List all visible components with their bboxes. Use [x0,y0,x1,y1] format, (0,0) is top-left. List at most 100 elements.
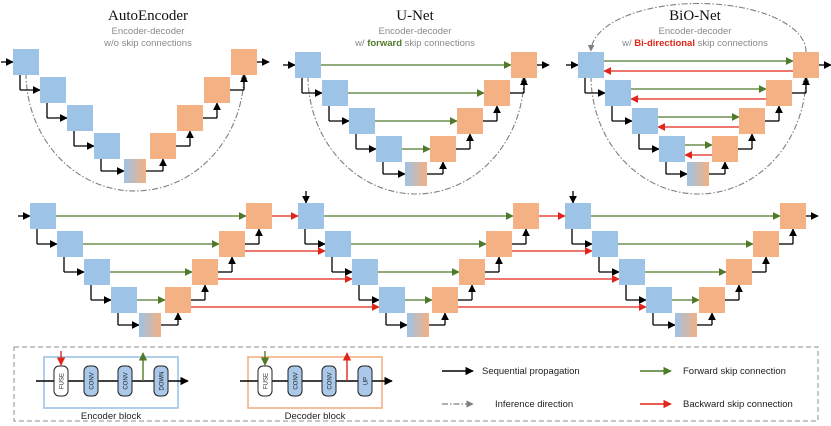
bionet-decoder-block-4 [712,136,738,162]
encoder-chip-conv-1-label: CONV [90,372,96,389]
bionet-iter-1-bottleneck-block [139,313,161,337]
unet-decoder-block-1 [511,52,537,78]
bionet-iter-3-decoder-block-4 [699,287,725,313]
decoder-chip-conv-2: CONV [321,365,337,397]
autoencoder-encoder-block-4 [94,133,120,159]
autoencoder-decoder-block-2 [204,77,230,103]
bionet-iter-3-decoder-block-2 [753,231,779,257]
bionet-iter-1-encoder-block-3 [84,259,110,285]
bionet-iter-3-encoder-block-2 [592,231,618,257]
bionet-bottleneck-block [687,162,709,186]
decoder-chip-conv-1: CONV [287,365,303,397]
bionet-iter-2-encoder-block-3 [352,259,378,285]
bionet-inference-arc [590,75,810,195]
unet-encoder-block-1 [295,52,321,78]
bionet-iter-1-encoder-block-1 [30,203,56,229]
legend-backward: Backward skip connection [640,399,793,410]
bionet-iter-2-bottleneck-block [407,313,429,337]
bionet-encoder-block-4 [659,136,685,162]
autoencoder-decoder-block-1 [231,49,257,75]
encoder-block-label: Encoder block [81,411,141,422]
bionet-iter-1-decoder-block-2 [219,231,245,257]
bionet-decoder-block-1 [793,52,819,78]
unet-title: U-Net [396,8,434,24]
unet-bottleneck-block [405,162,427,186]
decoder-block-frame [247,356,383,409]
legend-sequential-label: Sequential propagation [482,366,580,377]
bionet-iter-3-bottleneck-block [675,313,697,337]
autoencoder-bottleneck-block [124,159,146,183]
bionet-decoder-block-2 [766,80,792,106]
legend-forward: Forward skip connection [640,366,786,377]
decoder-block-legend: FUSE CONV CONV UP Decoder block [240,351,393,422]
bionet-iter-2-encoder-block-4 [379,287,405,313]
bionet-iter-1-decoder-block-3 [192,259,218,285]
legend-sequential: Sequential propagation [442,366,580,377]
encoder-block-frame [43,356,179,409]
legend-forward-label: Forward skip connection [683,366,786,377]
decoder-chip-conv-2-label: CONV [328,372,334,389]
decoder-block-label: Decoder block [285,411,346,422]
bionet-iter-3-encoder-block-3 [619,259,645,285]
bionet-subtitle-2: w/ Bi-directional skip connections [621,38,768,49]
bionet-iter-3-encoder-block-1 [565,203,591,229]
bionet-iter-1-decoder-block-1 [246,203,272,229]
bionet-subtitle-1: Encoder-decoder [659,26,732,37]
encoder-chip-down: DOWN [153,365,169,397]
bionet-iter-3-encoder-block-4 [646,287,672,313]
encoder-block-legend: FUSE CONV CONV DOWN Encoder block [36,351,189,422]
bionet-title: BiO-Net [669,8,721,24]
unet-encoder-block-3 [349,108,375,134]
autoencoder-decoder-block-3 [177,105,203,131]
unet-decoder-block-3 [457,108,483,134]
autoencoder-encoder-block-1 [13,49,39,75]
autoencoder-inference-arc [25,72,248,192]
bionet-iter-3-decoder-block-1 [780,203,806,229]
decoder-chip-up: UP [357,365,373,397]
bionet-encoder-block-2 [605,80,631,106]
encoder-chip-fuse-label: FUSE [60,373,66,389]
unet-subtitle-2: w/ forward skip connections [354,38,475,49]
bionet-iter-2-encoder-block-2 [325,231,351,257]
decoder-chip-fuse-label: FUSE [264,373,270,389]
unet-inference-arc [307,75,528,195]
unet-subtitle-1: Encoder-decoder [379,26,452,37]
autoencoder-decoder-block-4 [150,133,176,159]
autoencoder-subtitle-1: Encoder-decoder [112,26,185,37]
autoencoder-title: AutoEncoder [108,8,188,24]
bionet-iter-2-decoder-block-2 [486,231,512,257]
unet-decoder-block-4 [430,136,456,162]
bionet-decoder-block-3 [739,108,765,134]
network-diagrams [1,2,831,337]
bionet-encoder-block-1 [578,52,604,78]
bionet-title-group: BiO-Net Encoder-decoder w/ Bi-directiona… [621,8,768,49]
bionet-iter-1-decoder-block-4 [165,287,191,313]
encoder-chip-conv-2-label: CONV [124,372,130,389]
legend-backward-label: Backward skip connection [683,399,793,410]
forward-highlight: forward [367,38,402,49]
unet-encoder-block-4 [376,136,402,162]
bionet-iter-2-decoder-block-4 [432,287,458,313]
bionet-iter-2-decoder-block-3 [459,259,485,285]
bionet-encoder-block-3 [632,108,658,134]
bionet-iter-1-encoder-block-4 [111,287,137,313]
bionet-iter-2-encoder-block-1 [298,203,324,229]
autoencoder-encoder-block-3 [67,105,93,131]
encoder-chip-fuse: FUSE [53,365,69,397]
legend-box [13,346,819,422]
bionet-iter-3-decoder-block-3 [726,259,752,285]
unet-encoder-block-2 [322,80,348,106]
encoder-chip-conv-1: CONV [83,365,99,397]
bidirectional-highlight: Bi-directional [634,38,695,49]
legend-inference-label: Inference direction [495,399,573,410]
decoder-chip-up-label: UP [364,377,370,385]
decoder-chip-fuse: FUSE [257,365,273,397]
bionet-iter-2-decoder-block-1 [513,203,539,229]
bionet-inference-top-arc [587,2,807,53]
autoencoder-title-group: AutoEncoder Encoder-decoder w/o skip con… [103,8,192,49]
encoder-chip-conv-2: CONV [117,365,133,397]
encoder-chip-down-label: DOWN [160,372,166,391]
bionet-iter-1-encoder-block-2 [57,231,83,257]
unet-title-group: U-Net Encoder-decoder w/ forward skip co… [354,8,475,49]
